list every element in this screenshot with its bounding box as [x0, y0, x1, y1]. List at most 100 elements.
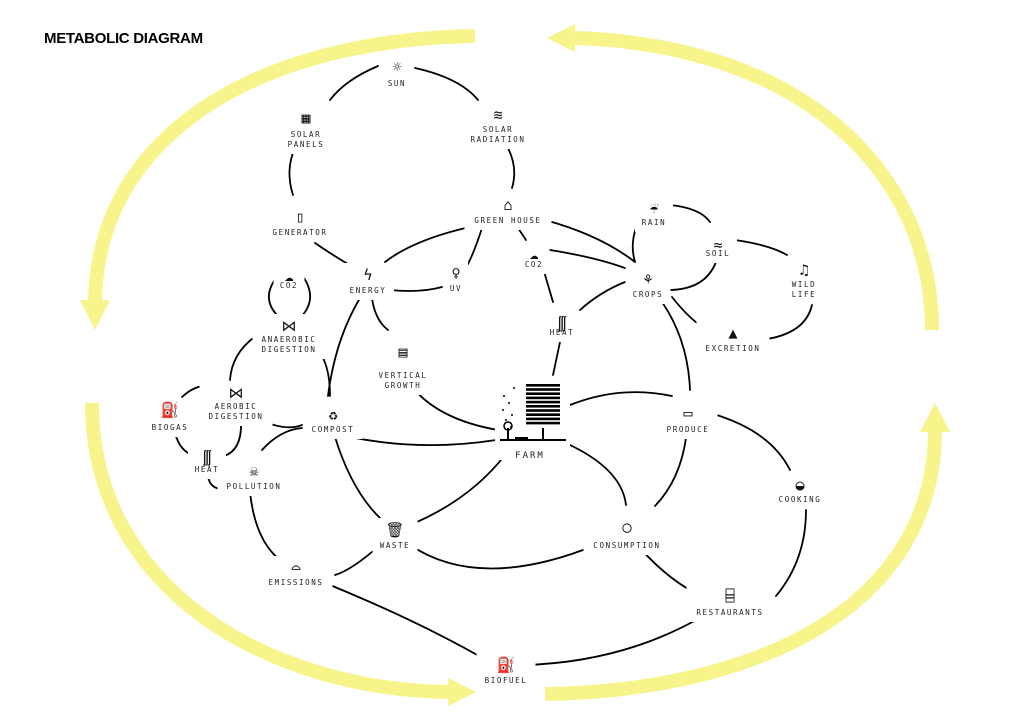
node-restaurants: ⌸RESTAURANTS [686, 584, 774, 622]
vertical-farm-building-icon [500, 384, 566, 441]
node-generator: ▯GENERATOR [263, 205, 337, 242]
solar-panel-icon: ▦ [301, 109, 310, 127]
node-backdrop [518, 242, 550, 274]
arrow-head-left-icon [547, 24, 575, 52]
dna-icon: ⋈ [229, 384, 244, 402]
node-backdrop [444, 261, 468, 298]
produce-crate-icon: ▭ [683, 404, 692, 422]
connection-line [775, 509, 807, 597]
node-backdrop [199, 381, 273, 426]
connection-line [569, 444, 627, 506]
node-biogas: ⛽BIOGAS [144, 398, 196, 437]
connection-line [414, 67, 479, 101]
connection-line [569, 391, 673, 406]
cycle-arc-top-right [574, 31, 939, 331]
connection-line [223, 421, 242, 457]
trash-bin-icon: 🗑 [385, 521, 404, 539]
node-label: PANELS [288, 140, 325, 149]
node-backdrop [770, 473, 830, 509]
node-label: DIGESTION [261, 345, 316, 354]
node-label: ENERGY [350, 286, 387, 295]
node-label: ANAEROBIC [261, 335, 316, 344]
excretion-icon: ▲ [728, 324, 737, 342]
node-waste: 🗑WASTE [372, 518, 418, 555]
cooking-bowl-icon: ◒ [795, 476, 804, 494]
plate-cutlery-icon: ◯ [621, 518, 632, 536]
node-label: COOKING [779, 495, 822, 504]
node-label: POLLUTION [226, 482, 281, 491]
node-label: SOLAR [291, 130, 322, 139]
connection-line [579, 281, 626, 311]
lightning-icon: ϟ [363, 266, 372, 284]
arrow-head-right-icon [448, 678, 476, 706]
node-backdrop [259, 556, 333, 592]
node-backdrop [252, 314, 326, 359]
connection-line [371, 297, 389, 331]
soil-icon: ≈ [713, 236, 722, 254]
connection-line [409, 544, 597, 570]
fuel-pump-icon: ⛽ [497, 656, 516, 674]
node-green-house: ⌂GREEN HOUSE [464, 193, 552, 230]
node-backdrop [476, 653, 536, 690]
node-label: RAIN [642, 218, 666, 227]
node-backdrop [464, 193, 552, 230]
node-label: EXCRETION [705, 344, 760, 353]
connection-line [631, 227, 637, 263]
node-sun: ☼SUN [381, 55, 413, 93]
dna-icon: ⋈ [282, 317, 297, 335]
storefront-icon: ⌸ [725, 587, 734, 605]
connection-line [507, 147, 516, 189]
connection-line [552, 341, 561, 376]
node-biofuel: ⛽BIOFUEL [476, 653, 536, 690]
node-label: GROWTH [385, 381, 422, 390]
connection-line [329, 65, 379, 101]
compost-bin-icon: ♻ [328, 406, 337, 424]
node-co2-mid: ☁CO2 [518, 242, 550, 274]
skull-cloud-icon: ☠ [249, 462, 258, 480]
node-backdrop [686, 584, 774, 622]
node-backdrop [699, 233, 737, 263]
radiation-waves-icon: ≋ [493, 106, 502, 124]
connection-line [654, 437, 687, 507]
node-label: DIGESTION [208, 412, 263, 421]
node-label: CO2 [280, 281, 298, 290]
node-co2-left: ☁CO2 [273, 264, 305, 295]
node-label: GENERATOR [272, 228, 327, 237]
seedling-icon: ⚘ [643, 270, 652, 288]
arrow-head-up-icon [920, 403, 950, 432]
sun-icon: ☼ [392, 58, 402, 76]
cloud-icon: ☁ [284, 267, 293, 285]
node-backdrop [543, 312, 581, 342]
rain-cloud-icon: ☔ [649, 199, 658, 217]
node-uv: ♀UV [444, 261, 468, 298]
node-backdrop [144, 398, 196, 437]
node-label: CO2 [525, 260, 543, 269]
node-label: LIFE [792, 290, 816, 299]
heat-icon: ∭ [202, 449, 211, 467]
node-excretion: ▲ EXCRETION [696, 321, 770, 358]
cycle-arc-top-left [88, 29, 476, 306]
node-label: HEAT [195, 465, 219, 474]
node-consumption: ◯CONSUMPTION [583, 515, 671, 555]
node-backdrop [381, 55, 413, 93]
node-cooking: ◒COOKING [770, 473, 830, 509]
node-label: PRODUCE [667, 425, 710, 434]
node-backdrop [280, 106, 332, 154]
node-pollution: ☠ POLLUTION [217, 459, 291, 496]
connection-line [327, 297, 361, 397]
connection-line [669, 204, 711, 223]
node-crops: ⚘CROPS [625, 267, 671, 304]
node-label: COMPOST [312, 425, 355, 434]
diagram-title: METABOLIC DIAGRAM [44, 30, 203, 47]
connection-line [409, 454, 506, 526]
cycle-arc-bottom-right [544, 429, 942, 701]
node-produce: ▭ PRODUCE [658, 401, 718, 439]
fuel-pump-icon: ⛽ [161, 401, 180, 419]
